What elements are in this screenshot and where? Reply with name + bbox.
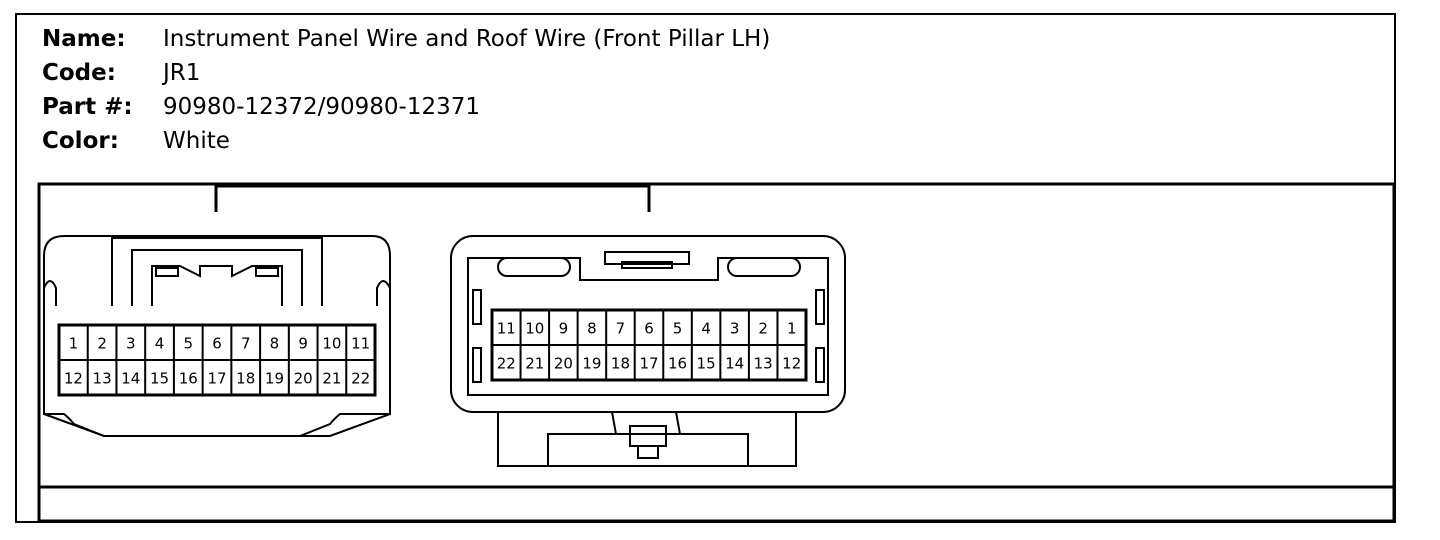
left-connector-pin-16: 16	[179, 370, 198, 388]
left-connector-pin-14: 14	[121, 370, 140, 388]
mating-bracket	[214, 184, 651, 212]
right-connector-pin-5: 5	[673, 320, 683, 338]
right-connector-slot-right	[727, 257, 801, 277]
right-connector-latch-ramp-right	[675, 411, 681, 435]
right-connector-latch-button-stem	[637, 445, 659, 459]
code-label: Code:	[42, 60, 116, 86]
connector-info: Name: Instrument Panel Wire and Roof Wir…	[42, 22, 770, 158]
right-connector-pin-20: 20	[554, 355, 573, 373]
right-connector-pin-12: 12	[782, 355, 801, 373]
right-connector-pin-21: 21	[525, 355, 544, 373]
left-connector-pin-17: 17	[207, 370, 226, 388]
right-connector-pin-17: 17	[639, 355, 658, 373]
right-connector-side-rib-right-bottom	[815, 347, 825, 383]
right-connector-pin-10: 10	[525, 320, 544, 338]
right-connector-pin-16: 16	[668, 355, 687, 373]
right-connector-pin-1: 1	[787, 320, 797, 338]
left-connector-pin-11: 11	[351, 335, 370, 353]
left-connector-lock-inner	[131, 249, 303, 306]
right-connector-pin-9: 9	[559, 320, 569, 338]
right-connector-pin-2: 2	[758, 320, 768, 338]
right-connector-pin-14: 14	[725, 355, 744, 373]
right-connector-pin-18: 18	[611, 355, 630, 373]
color-value: White	[163, 128, 230, 154]
left-connector-pin-12: 12	[64, 370, 83, 388]
left-connector-pin-10: 10	[322, 335, 341, 353]
color-row: Color: White	[42, 124, 770, 158]
color-label: Color:	[42, 128, 119, 154]
right-connector-latch-bar	[547, 433, 749, 467]
left-connector-pin-3: 3	[126, 335, 136, 353]
left-connector-pin-19: 19	[265, 370, 284, 388]
left-connector-lock-nub-left	[155, 267, 179, 277]
right-connector-pin-15: 15	[697, 355, 716, 373]
right-connector-key	[604, 251, 690, 265]
right-connector-housing	[450, 235, 846, 413]
left-connector-skirt	[43, 413, 391, 437]
code-value: JR1	[163, 60, 201, 86]
right-connector-pin-8: 8	[587, 320, 597, 338]
right-connector-pin-13: 13	[754, 355, 773, 373]
left-connector-housing	[43, 235, 391, 437]
left-connector-pin-20: 20	[294, 370, 313, 388]
left-connector-pin-22: 22	[351, 370, 370, 388]
right-connector-inner-frame	[467, 257, 829, 396]
name-label: Name:	[42, 26, 126, 52]
right-connector-pin-11: 11	[497, 320, 516, 338]
left-connector-pin-7: 7	[241, 335, 251, 353]
left-connector-lock-tab	[151, 265, 283, 306]
right-connector-key-slot	[621, 261, 673, 269]
right-connector-latch-button	[629, 425, 667, 447]
name-row: Name: Instrument Panel Wire and Roof Wir…	[42, 22, 770, 56]
left-connector-pin-6: 6	[212, 335, 222, 353]
part-number-label: Part #:	[42, 94, 133, 120]
part-number-value: 90980-12372/90980-12371	[163, 94, 481, 120]
right-connector-latch-ramp-left	[611, 411, 617, 435]
left-connector-pin-18: 18	[236, 370, 255, 388]
left-connector-pin-21: 21	[322, 370, 341, 388]
left-connector-pin-8: 8	[270, 335, 280, 353]
left-connector-pin-1: 1	[69, 335, 79, 353]
left-connector-pin-15: 15	[150, 370, 169, 388]
left-connector-left-ear	[43, 280, 57, 306]
right-connector-pin-3: 3	[730, 320, 740, 338]
left-connector-pin-5: 5	[183, 335, 193, 353]
name-value: Instrument Panel Wire and Roof Wire (Fro…	[163, 26, 771, 52]
part-number-row: Part #: 90980-12372/90980-12371	[42, 90, 770, 124]
right-connector-side-rib-right-top	[815, 289, 825, 325]
right-connector-pin-4: 4	[701, 320, 711, 338]
left-connector-lock-nub-right	[255, 267, 279, 277]
diagram-panel	[37, 182, 1396, 523]
right-connector-pin-22: 22	[497, 355, 516, 373]
left-connector-pin-13: 13	[93, 370, 112, 388]
right-connector-pin-6: 6	[644, 320, 654, 338]
left-connector-pin-9: 9	[298, 335, 308, 353]
left-connector-lock-outer	[111, 237, 323, 306]
right-connector-pin-7: 7	[616, 320, 626, 338]
right-connector-slot-left	[497, 257, 571, 277]
right-connector-pin-19: 19	[582, 355, 601, 373]
code-row: Code: JR1	[42, 56, 770, 90]
left-connector-right-ear	[376, 280, 391, 306]
left-connector-pin-2: 2	[97, 335, 107, 353]
left-connector-pin-4: 4	[155, 335, 165, 353]
right-connector-side-rib-left-bottom	[472, 347, 482, 383]
right-connector-side-rib-left-top	[472, 289, 482, 325]
